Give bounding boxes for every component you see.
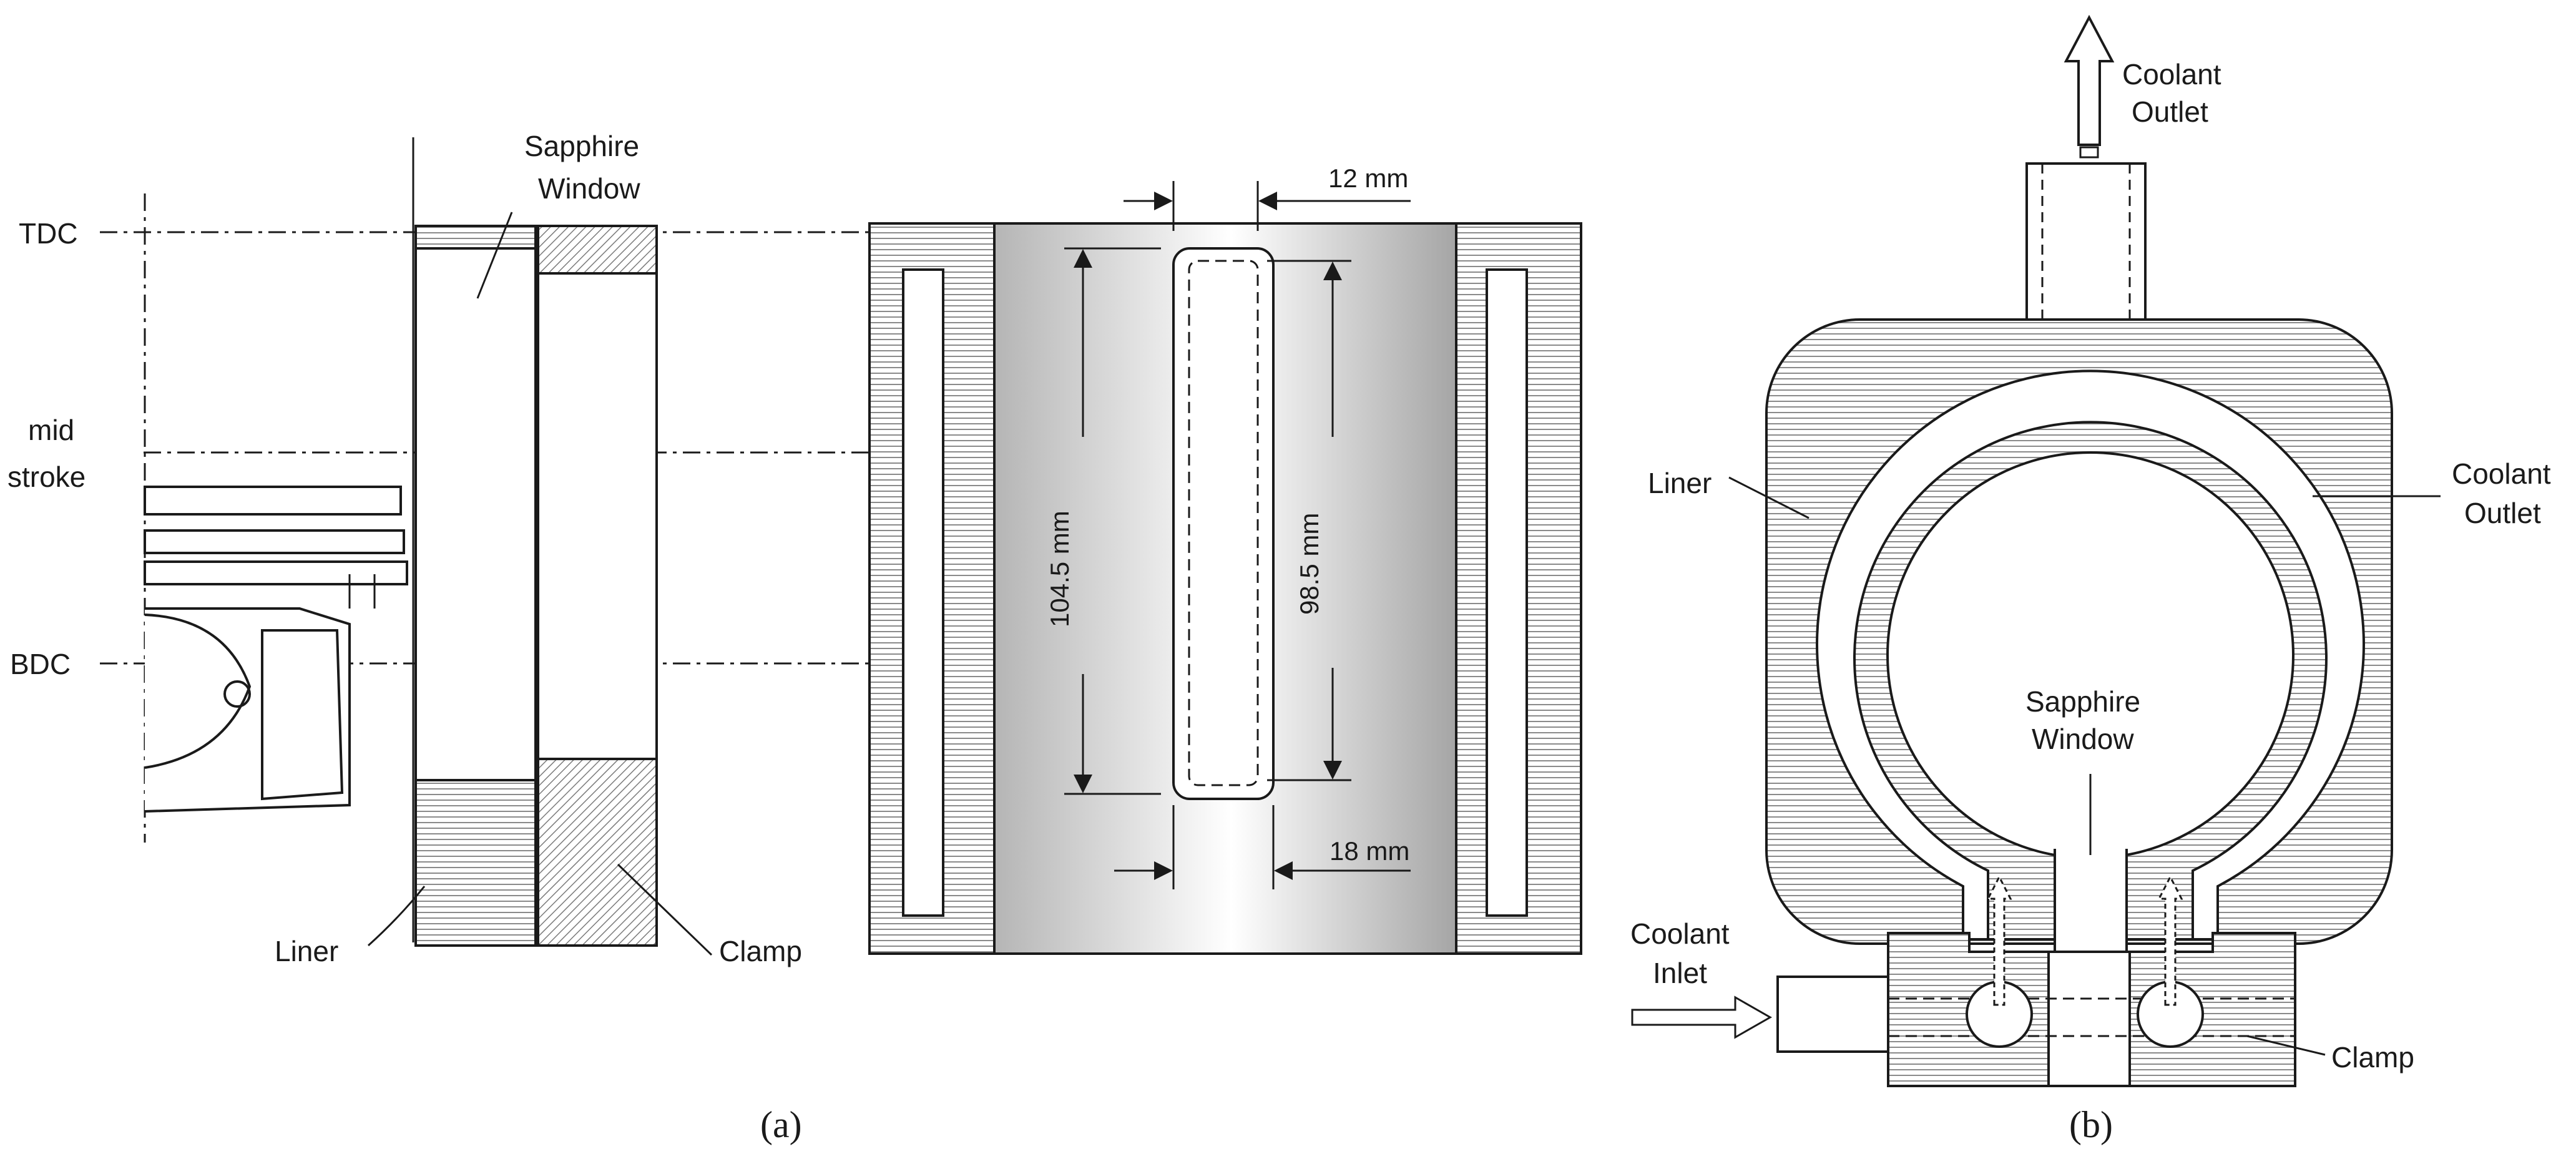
dim-104-5mm: 104.5 mm (1045, 511, 1074, 627)
coolant-outlet-top-2: Outlet (2132, 95, 2208, 128)
panel-b (1631, 14, 2441, 1087)
right-slot (1486, 268, 1528, 917)
outlet-arrow-tail (2079, 146, 2099, 159)
leader-clamp (617, 863, 713, 956)
coolant-inlet-2: Inlet (1653, 957, 1707, 989)
piston (144, 486, 408, 813)
piston-ring-2 (144, 529, 405, 554)
dim-18mm: 18 mm (1330, 836, 1409, 866)
dim-98-5mm: 98.5 mm (1295, 513, 1324, 615)
inlet-pipe (1776, 976, 1889, 1053)
liner-section (414, 225, 537, 947)
liner-outline (414, 225, 537, 947)
piston-ring-3 (144, 560, 408, 585)
sapphire-label-a: Sapphire (524, 130, 639, 162)
dim-12mm: 12 mm (1328, 164, 1408, 193)
piston-pin (223, 680, 251, 708)
front-view (868, 222, 1582, 955)
leader-sapphire (476, 212, 513, 299)
coolant-outlet-arrow-top (2064, 14, 2115, 146)
clamp-opening (537, 272, 658, 760)
front-view-outline (868, 222, 1582, 955)
coolant-outlet-top-1: Coolant (2122, 58, 2221, 90)
panel-a-text: TDC mid stroke BDC Sapphire Window Liner… (7, 130, 1409, 1145)
window-outline-outer (1172, 247, 1275, 800)
coolant-inlet-arrow (1631, 995, 1773, 1039)
connecting-rod-arc (144, 614, 252, 769)
clamp-label-a: Clamp (719, 935, 802, 967)
liner-label-a: Liner (275, 935, 338, 967)
caption-b: (b) (2069, 1104, 2113, 1145)
sapphire-label-b: Sapphire (2025, 685, 2140, 718)
coolant-outlet-right-2: Outlet (2464, 497, 2541, 529)
stroke-label: stroke (7, 461, 86, 493)
leader-liner (367, 886, 426, 947)
flow-arrows (1986, 874, 2183, 1006)
piston-pocket (261, 629, 344, 801)
liner-top (414, 225, 537, 250)
leader-liner-b (1728, 476, 1810, 519)
clamp-bottom (537, 758, 658, 947)
window-label-b: Window (2032, 723, 2134, 755)
flow-arrow-right (2157, 874, 2183, 1006)
coolant-inlet-1: Coolant (1630, 917, 1730, 950)
sapphire-window-section (414, 247, 537, 781)
clamp-label-b: Clamp (2331, 1041, 2414, 1073)
caption-a: (a) (760, 1104, 802, 1145)
leaders-a (367, 212, 713, 956)
flow-arrow-left (1986, 874, 2012, 1006)
window-label-a: Window (538, 172, 640, 205)
bdc-label: BDC (10, 648, 71, 680)
coolant-outlet-right-1: Coolant (2452, 457, 2551, 490)
leader-clamp-b (2246, 1035, 2326, 1056)
clamp-outline (537, 225, 658, 947)
left-slot (902, 268, 944, 917)
panel-a (100, 137, 1582, 956)
liner-label-b: Liner (1648, 467, 1712, 499)
liner-bottom (414, 779, 537, 947)
clamp-gap (2047, 951, 2131, 1087)
mid-label: mid (28, 414, 74, 446)
outlet-pipe (2025, 162, 2147, 324)
clamp-top (537, 225, 658, 275)
piston-ring-1 (144, 486, 402, 516)
leaders-b (1728, 476, 2441, 1056)
dimensions (1064, 181, 1411, 889)
window-outline-inner (1188, 260, 1259, 786)
tdc-label: TDC (19, 217, 78, 250)
clamp-section (537, 225, 658, 947)
piston-skirt (144, 607, 351, 813)
panel-b-text: Coolant Outlet Liner Coolant Outlet Sapp… (1630, 58, 2551, 1145)
